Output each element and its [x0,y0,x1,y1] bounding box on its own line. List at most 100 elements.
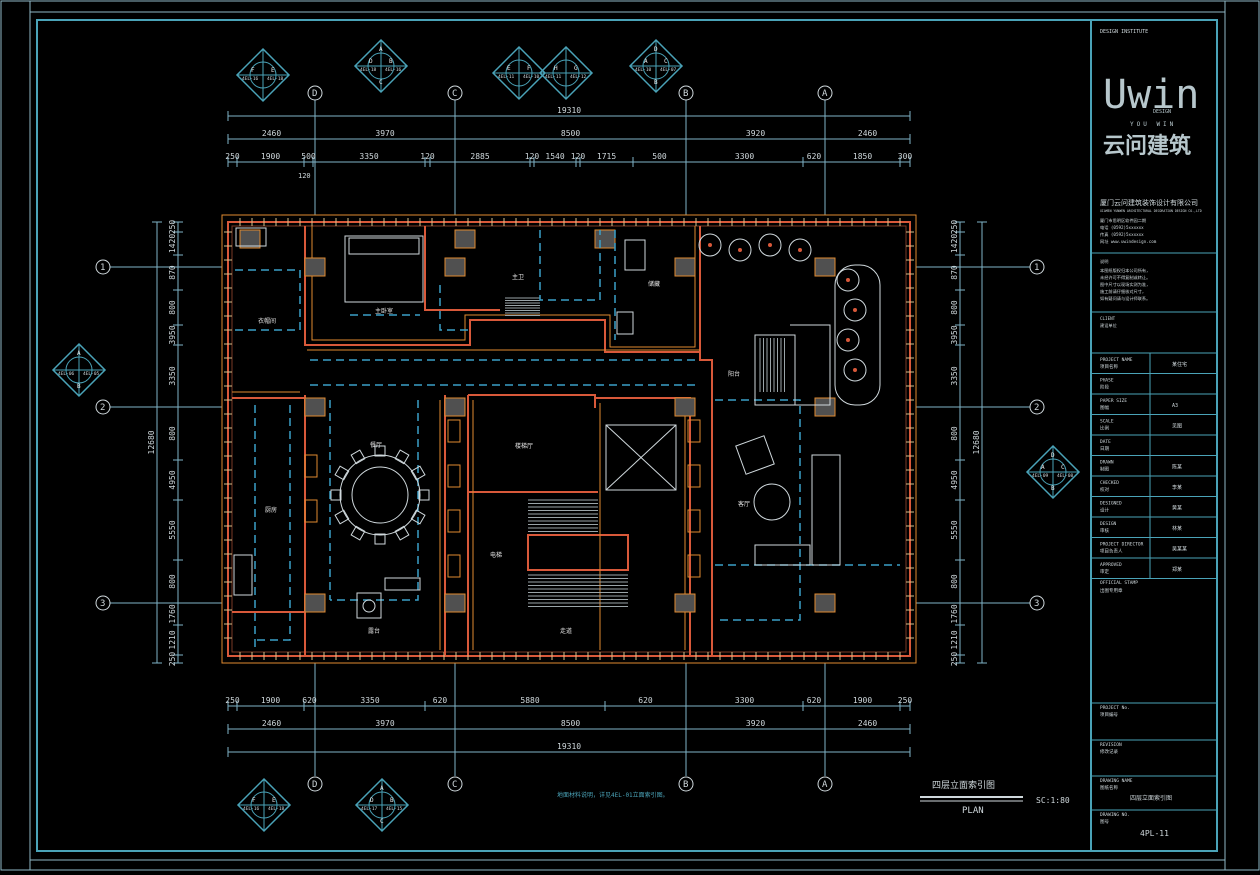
tb-row-label-cn: 审定 [1100,568,1109,575]
dim-label: 8500 [561,129,580,138]
tb-row-label-cn: 日期 [1100,446,1109,452]
notes-title: 说明 [1100,258,1108,265]
marker-quadrant: F [251,67,255,74]
tb-row-label: DESIGNED [1100,501,1122,507]
marker-quadrant: H [554,65,558,72]
marker-ref: 4EL-08 [1057,473,1074,479]
axis-label-right: 1 [1034,263,1039,273]
structural-column [814,593,836,613]
structural-column [444,257,466,277]
axis-label-right: 3 [1034,599,1039,609]
structural-column [674,397,696,417]
marker-ref: 4EL-16 [385,67,402,73]
planter-center [768,243,772,247]
planter [758,233,782,257]
marker-quadrant: D [654,46,658,53]
marker-quadrant: D [1051,452,1055,459]
marker-quadrant: F [527,65,531,72]
axis-bubble-top [307,85,323,101]
axis-label-top: B [683,89,688,99]
axis-label-top: D [312,89,317,99]
marker-ref: 4EL-18 [267,76,284,82]
planter [788,238,812,262]
tb-row-label-cn: 比例 [1100,425,1109,432]
tb-row-label: PAPER SIZE [1100,398,1127,404]
marker-quadrant: C [380,818,384,825]
planter [698,233,722,257]
axis-bubble-bottom [447,776,463,792]
tb-row-value: 林某 [1172,525,1182,532]
wall-pier [447,464,461,488]
dim-label: 1420 [950,234,959,253]
notes-line: 未经许可不得复制或转让。 [1100,274,1150,281]
dining-chair [330,489,342,501]
dim-label: 2460 [262,719,281,728]
axis-bubble-top [678,85,694,101]
tb-row-label-cn: 图幅 [1100,404,1109,411]
structural-column [594,229,616,249]
drawing-no-label-cn: 图号 [1100,819,1109,825]
client-label: CLIENT [1100,316,1116,321]
dim-label: 3970 [375,719,394,728]
tb-row-label: CHECKED [1100,480,1119,486]
wall-pier [304,454,318,478]
structural-column [814,257,836,277]
room-label-balcony: 阳台 [728,370,740,378]
dim-label: 250 [168,220,177,235]
building-outline [221,214,917,664]
planter [843,358,867,382]
logo-brand: Uwin [1103,72,1199,118]
tb-row-value: 吴某某 [1172,547,1187,553]
axis-label-bottom: D [312,780,317,790]
marker-quadrant: C [664,58,668,65]
dim-label: 3920 [746,129,765,138]
dim-label: 500 [652,152,667,161]
company-logo: Uwin DESIGN YOU WIN 云问建筑 [1103,72,1199,159]
planter-center [738,248,742,252]
planter [836,268,860,292]
official-stamp-cn: 出图专用章 [1100,587,1123,594]
dim-label: 620 [807,152,822,161]
axis-label-top: A [822,89,828,99]
marker-quadrant: A [379,46,383,53]
axis-label-right: 2 [1034,403,1039,413]
dim-label: 2885 [470,152,489,161]
dining-chair [394,449,410,465]
official-stamp: OFFICIAL STAMP [1100,580,1138,586]
dining-chair [374,533,386,545]
logo-line: YOU WIN [1130,121,1176,128]
wall-pier [687,554,701,578]
dim-label: 250 [898,696,913,705]
structural-column [674,257,696,277]
tb-row-value: A3 [1172,403,1178,409]
dim-label: 1715 [597,152,616,161]
room-label-dining: 餐厅 [370,441,382,449]
marker-quadrant: D [370,797,374,804]
room-label-master-bath: 主卫 [512,273,524,281]
marker-ref: 4EL-05 [83,371,100,377]
drawing-name-label-cn: 图纸名称 [1100,784,1118,791]
planter [836,328,860,352]
marker-ref: 4EL-09 [1032,473,1049,479]
notes-line: 图中尺寸以现场实测为准， [1100,281,1150,288]
dining-chair [350,525,366,541]
room-label-terrace: 露台 [368,627,380,635]
axis-bubble-right [1029,399,1045,415]
drawing-no-value: 4PL-11 [1140,829,1169,838]
tb-row-label-cn: 审核 [1100,527,1109,534]
planter-center [853,308,857,312]
drawing-title: 四层立面索引图 PLAN SC:1:80 [920,779,1070,816]
dim-label: 250 [225,696,240,705]
axis-bubble-right [1029,259,1045,275]
room-label-kitchen: 厨房 [265,506,277,514]
dim-label: 1540 [545,152,564,161]
dining-chair [394,525,410,541]
axis-bubble-left [95,595,111,611]
dim-label: 800 [168,574,177,589]
wall-pier [304,499,318,523]
structural-column [304,257,326,277]
notes-line: 施工前请仔细核对尺寸， [1100,288,1146,295]
